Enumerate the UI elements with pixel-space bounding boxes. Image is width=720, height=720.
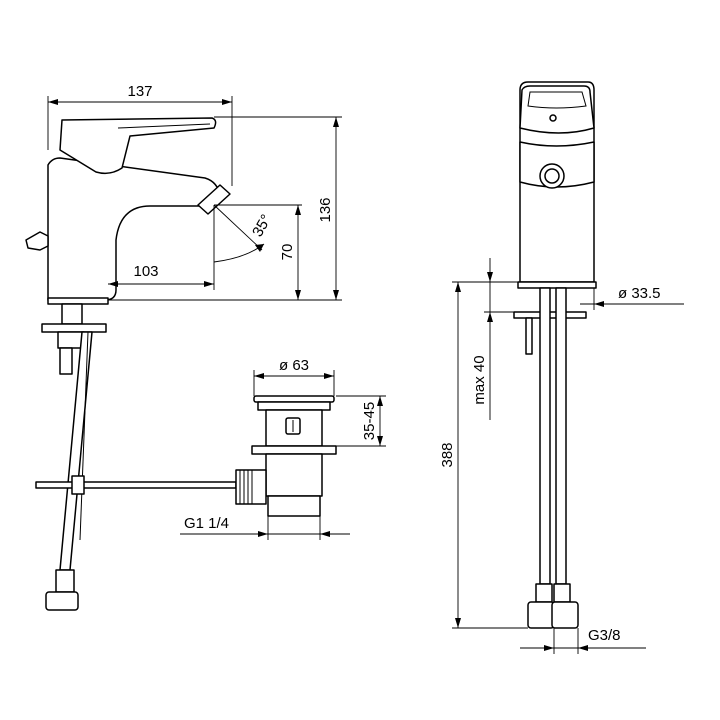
faucet-base bbox=[47, 297, 109, 305]
waste-adjust-label: 35-45 bbox=[361, 402, 378, 440]
mounting-washer bbox=[41, 323, 107, 333]
front-hose-right bbox=[555, 287, 567, 585]
spout-height-label: 70 bbox=[279, 244, 296, 261]
lever-detail-line bbox=[117, 123, 211, 129]
front-base bbox=[517, 281, 597, 289]
hose-length-label: 388 bbox=[439, 442, 456, 467]
spout-angle-label: 35° bbox=[249, 212, 275, 240]
overall-width-label: 137 bbox=[127, 83, 152, 100]
front-nut-right bbox=[551, 601, 579, 629]
front-lever bbox=[519, 85, 595, 134]
front-indicator-dot bbox=[549, 114, 557, 122]
front-ferrule-right bbox=[553, 583, 571, 603]
waste-diameter-label: ø 63 bbox=[279, 357, 309, 374]
dimension-hose-thread: G3/8 bbox=[520, 627, 646, 654]
front-hose-left bbox=[539, 287, 551, 585]
dimension-hose-length: 388 bbox=[439, 281, 528, 629]
hose-nut bbox=[45, 591, 79, 611]
spout-reach-label: 103 bbox=[133, 263, 158, 280]
front-popup-rod bbox=[525, 317, 533, 355]
hose-ferrule bbox=[55, 569, 75, 593]
body-diameter-label: ø 33.5 bbox=[618, 285, 661, 302]
dimension-spout-angle: 35° bbox=[213, 204, 275, 263]
waste-plug bbox=[257, 401, 331, 411]
dimension-overall-width: 137 bbox=[47, 83, 233, 186]
dimension-body-diameter: ø 33.5 bbox=[580, 285, 684, 310]
front-nut-left bbox=[527, 601, 555, 629]
front-aerator-inner bbox=[544, 168, 560, 184]
waste-thread-label: G1 1/4 bbox=[184, 515, 229, 532]
waste-branch-thread bbox=[239, 470, 253, 504]
mounting-shank bbox=[61, 303, 83, 325]
dimension-overall-height: 136 bbox=[108, 116, 342, 301]
faucet-front-view bbox=[513, 81, 597, 629]
popup-rod-vertical bbox=[79, 331, 89, 541]
front-lever-window bbox=[527, 91, 587, 109]
dimension-spout-reach: 103 bbox=[108, 205, 215, 290]
waste-flange bbox=[253, 395, 335, 403]
front-ferrule-left bbox=[535, 583, 553, 603]
dimension-waste-adjust: 35-45 bbox=[336, 395, 386, 447]
dimension-waste-thread: G1 1/4 bbox=[180, 515, 350, 540]
overall-height-label: 136 bbox=[317, 197, 334, 222]
deck-thickness-label: max 40 bbox=[471, 355, 488, 404]
waste-locknut bbox=[251, 445, 337, 455]
dimension-waste-diameter: ø 63 bbox=[253, 357, 335, 396]
threaded-rod bbox=[59, 347, 73, 375]
hose-thread-label: G3/8 bbox=[588, 627, 621, 644]
spout-aerator bbox=[197, 184, 231, 215]
popup-rod-clamp bbox=[71, 475, 85, 495]
waste-fitting bbox=[235, 395, 337, 517]
popup-rod-horizontal bbox=[35, 481, 237, 489]
popup-knob bbox=[25, 231, 49, 251]
dimension-deck-thickness: max 40 bbox=[471, 258, 520, 420]
dimension-spout-height: 70 bbox=[214, 204, 302, 300]
waste-body-lower bbox=[265, 453, 323, 497]
faucet-side-view bbox=[25, 117, 237, 611]
waste-branch bbox=[235, 469, 267, 505]
lever-handle bbox=[59, 117, 217, 175]
waste-tailpiece bbox=[267, 495, 321, 517]
